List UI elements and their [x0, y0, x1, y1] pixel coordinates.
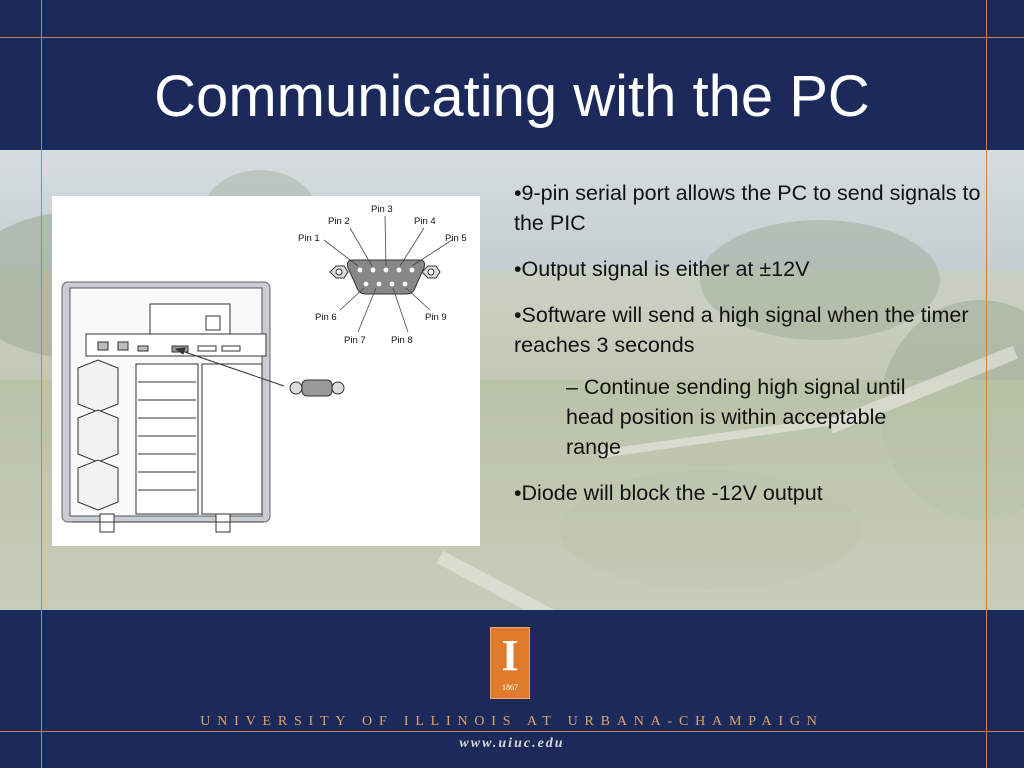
pointer-arrow: [174, 347, 285, 387]
university-url: www.uiuc.edu: [459, 736, 565, 751]
logo-year: 1867: [502, 683, 518, 692]
tree-cluster: [700, 220, 940, 340]
header-band: [0, 0, 1024, 150]
pc-serial-diagram: Pin 1 Pin 2 Pin 3 Pin 4 Pin 5 Pin 6 Pin …: [61, 204, 467, 533]
pin-3-label: Pin 3: [371, 204, 393, 215]
sub-bullet-item: – Continue sending high signal until hea…: [566, 375, 906, 459]
pin-1-label: Pin 1: [298, 233, 320, 244]
pin-6-label: Pin 6: [315, 312, 337, 323]
university-logo: I 1867: [490, 627, 530, 699]
logo-letter: I: [501, 631, 519, 680]
pin-leaders: [323, 215, 453, 333]
pin-5-label: Pin 5: [445, 233, 467, 244]
pin-7-label: Pin 7: [344, 335, 366, 346]
pc-tower: [61, 281, 271, 533]
bullet-list: •9-pin serial port allows the PC to send…: [514, 178, 984, 524]
bullet-item: •Diode will block the -12V output: [514, 481, 823, 505]
divider-line: [0, 37, 1024, 38]
slide-title: Communicating with the PC: [154, 64, 870, 129]
small-db9-connector: [289, 379, 345, 397]
divider-line: [41, 0, 42, 768]
pin-2-label: Pin 2: [328, 216, 350, 227]
bullet-item: •9-pin serial port allows the PC to send…: [514, 181, 981, 235]
pin-4-label: Pin 4: [414, 216, 436, 227]
bullet-item: •Output signal is either at ±12V: [514, 257, 810, 281]
divider-line: [986, 0, 987, 768]
university-name: UNIVERSITY OF ILLINOIS AT URBANA-CHAMPAI…: [200, 714, 824, 729]
divider-line: [0, 731, 1024, 732]
pin-8-label: Pin 8: [391, 335, 413, 346]
db9-connector: [329, 259, 441, 295]
bullet-item: •Software will send a high signal when t…: [514, 303, 969, 357]
serial-port-figure: Pin 1 Pin 2 Pin 3 Pin 4 Pin 5 Pin 6 Pin …: [52, 196, 480, 546]
pin-9-label: Pin 9: [425, 312, 447, 323]
